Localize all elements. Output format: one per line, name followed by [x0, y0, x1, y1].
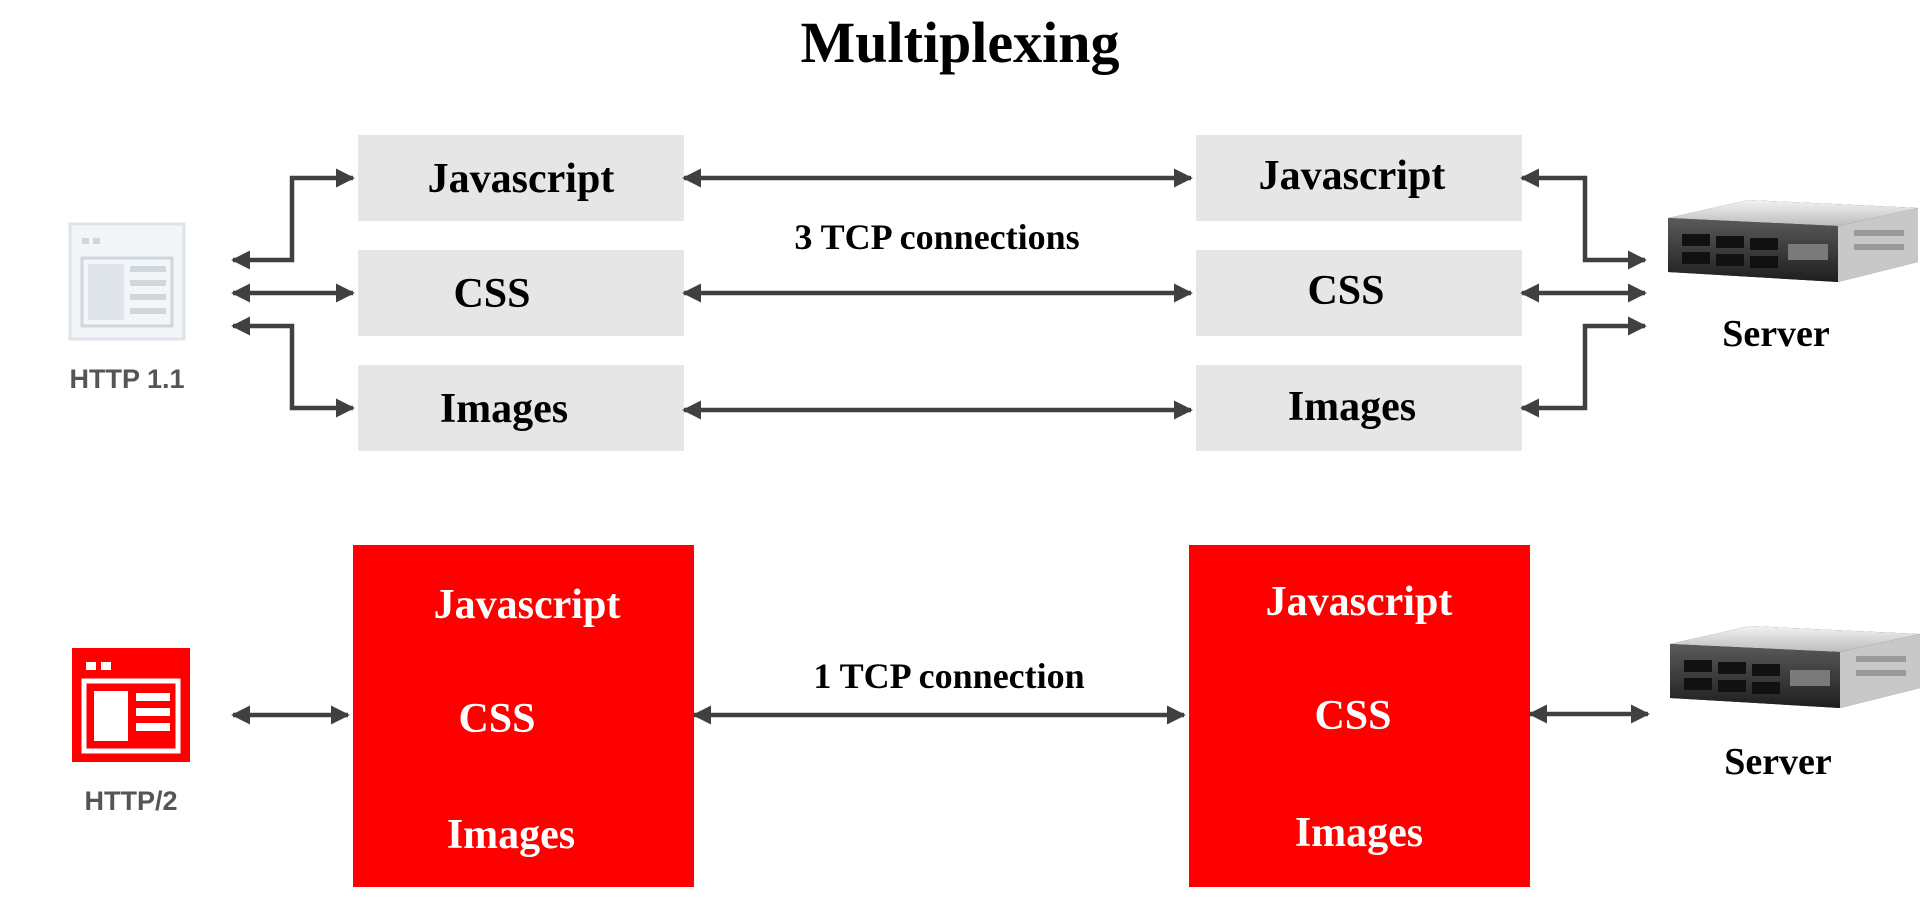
http1-server-box-javascript: [1196, 135, 1522, 221]
browser-window-icon: [68, 222, 186, 341]
http1-server-box-css: [1196, 250, 1522, 336]
http2-section: HTTP/2 Javascript CSS Images Javascript …: [72, 545, 1920, 887]
http1-client-box-images: [358, 365, 684, 451]
http2-server-label: Server: [1724, 741, 1832, 783]
http1-client-box-css: [358, 250, 684, 336]
http2-client-box: [353, 545, 694, 887]
http2-connection-label: 1 TCP connection: [813, 656, 1084, 696]
http2-server-box-item: Images: [1295, 810, 1423, 856]
http1-server-arrow-javascript: [1520, 168, 1647, 270]
browser-window-icon: [72, 648, 190, 762]
http1-server-box-label: CSS: [1307, 268, 1384, 314]
http2-client-label: HTTP/2: [84, 786, 177, 816]
http1-section: HTTP 1.1 Javascript CSS Images Javascrip…: [68, 135, 1918, 451]
http1-connection-label: 3 TCP connections: [794, 217, 1079, 257]
http1-server-label: Server: [1722, 313, 1830, 355]
server-rack-icon: [1668, 200, 1918, 282]
diagram-title: Multiplexing: [800, 10, 1119, 75]
http2-client-box-item: CSS: [458, 696, 535, 742]
http1-client-arrow-javascript: [231, 168, 355, 270]
http1-client-box-javascript: [358, 135, 684, 221]
http1-client-box-label: Images: [440, 386, 568, 432]
http2-server-box-item: Javascript: [1266, 579, 1453, 625]
http1-client-box-label: Javascript: [428, 156, 615, 202]
http2-client-box-item: Javascript: [434, 582, 621, 628]
http1-server-box-label: Javascript: [1259, 153, 1446, 199]
http1-server-box-label: Images: [1288, 384, 1416, 430]
http1-client-arrow-images: [231, 316, 355, 418]
http1-server-box-images: [1196, 365, 1522, 451]
http2-server-box: [1189, 545, 1530, 887]
http1-server-arrow-images: [1520, 316, 1647, 418]
http2-server-box-item: CSS: [1314, 693, 1391, 739]
http1-client-label: HTTP 1.1: [69, 364, 184, 394]
http2-client-box-item: Images: [447, 812, 575, 858]
server-rack-icon: [1670, 626, 1920, 708]
http1-client-box-label: CSS: [453, 271, 530, 317]
